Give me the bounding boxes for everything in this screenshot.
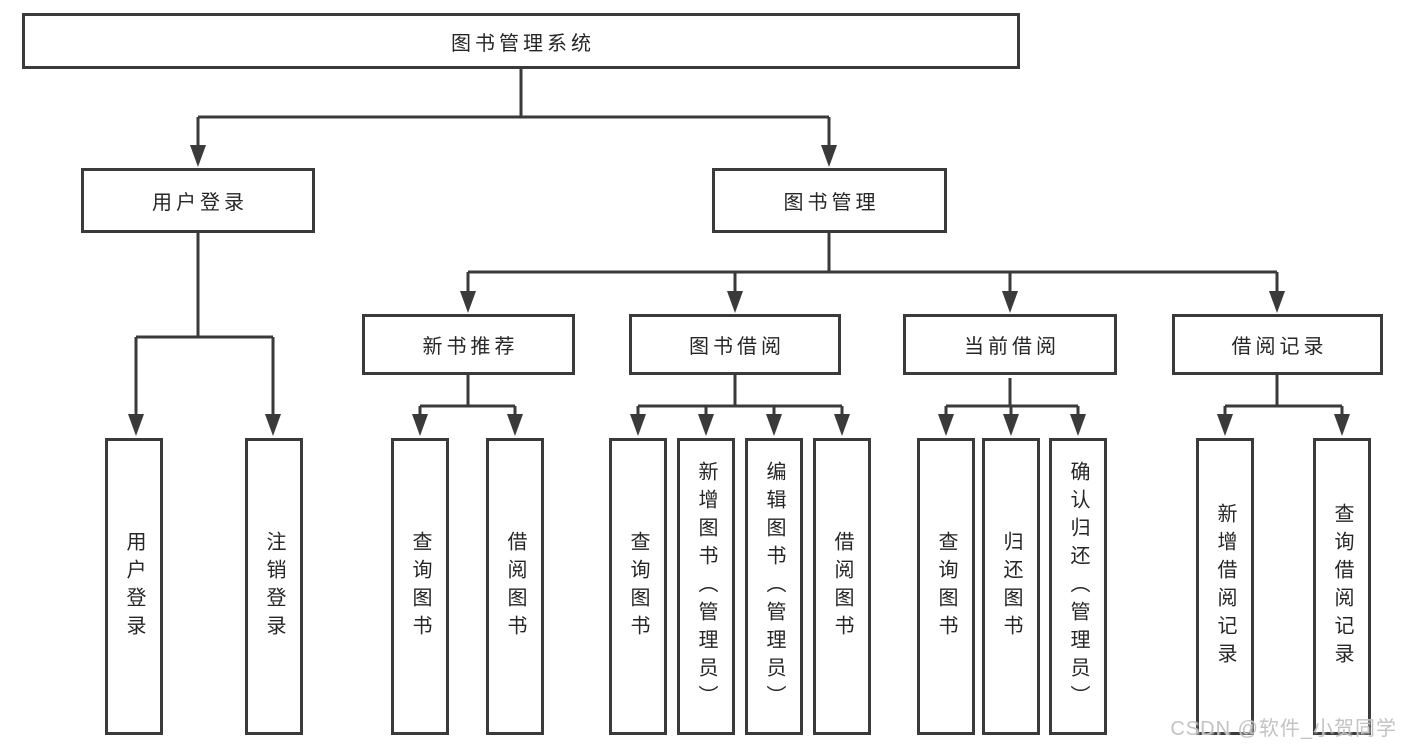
csdn-watermark: CSDN @软件_小贺同学 [1170, 718, 1397, 740]
node-user-login: 用户登录 [81, 168, 315, 233]
node-leaf-add-book-admin: 新增图书（管理员） [677, 438, 735, 735]
arrowhead [938, 414, 954, 436]
node-leaf-add-borrow-record: 新增借阅记录 [1196, 438, 1254, 735]
arrowhead [265, 414, 281, 436]
arrowhead [821, 145, 837, 167]
arrowhead [1003, 414, 1019, 436]
node-leaf-borrow-book-1: 借阅图书 [486, 438, 544, 735]
leaf-label: 新增借阅记录 [1214, 502, 1236, 671]
arrowhead [630, 414, 646, 436]
arrowhead [1217, 414, 1233, 436]
node-leaf-query-borrow-record: 查询借阅记录 [1313, 438, 1371, 735]
edges-current-borrow-branch [938, 378, 1086, 436]
leaf-label: 借阅图书 [504, 530, 526, 643]
leaf-label: 查询图书 [935, 530, 957, 643]
node-borrow-record: 借阅记录 [1172, 314, 1383, 375]
node-leaf-query-book-1: 查询图书 [391, 438, 449, 735]
arrowhead [412, 414, 428, 436]
edges-book-management-branch [460, 233, 1285, 313]
node-leaf-borrow-book-2: 借阅图书 [813, 438, 871, 735]
leaf-label: 归还图书 [1000, 530, 1022, 643]
leaf-label: 查询图书 [409, 530, 431, 643]
leaf-label: 借阅图书 [831, 530, 853, 643]
arrowhead [1002, 291, 1018, 313]
leaf-label: 查询图书 [627, 530, 649, 643]
node-book-borrow: 图书借阅 [629, 314, 841, 375]
arrowhead [128, 414, 144, 436]
node-current-borrow: 当前借阅 [903, 314, 1117, 375]
arrowhead [834, 414, 850, 436]
edges-user-login-branch [128, 233, 281, 436]
arrowhead [1070, 414, 1086, 436]
leaf-label: 确认归还（管理员） [1067, 460, 1089, 713]
arrowhead [766, 414, 782, 436]
node-leaf-query-book-3: 查询图书 [917, 438, 975, 735]
arrowhead [190, 145, 206, 167]
node-leaf-edit-book-admin: 编辑图书（管理员） [745, 438, 803, 735]
node-leaf-logout: 注销登录 [245, 438, 303, 735]
node-book-management: 图书管理 [712, 168, 947, 233]
node-leaf-confirm-return-admin: 确认归还（管理员） [1049, 438, 1107, 735]
edges-borrow-record-branch [1217, 375, 1350, 436]
leaf-label: 编辑图书（管理员） [763, 460, 785, 713]
node-root-library-system: 图书管理系统 [22, 13, 1020, 69]
leaf-label: 注销登录 [263, 530, 285, 643]
arrowhead [1269, 291, 1285, 313]
edges-new-book-branch [412, 375, 523, 436]
arrowhead [698, 414, 714, 436]
leaf-label: 用户登录 [123, 530, 145, 643]
node-leaf-query-book-2: 查询图书 [609, 438, 667, 735]
node-new-book-recommend: 新书推荐 [362, 314, 575, 375]
leaf-label: 新增图书（管理员） [695, 460, 717, 713]
edges-root-to-level2 [190, 69, 837, 167]
arrowhead [727, 291, 743, 313]
leaf-label: 查询借阅记录 [1331, 502, 1353, 671]
arrowhead [1334, 414, 1350, 436]
arrowhead [460, 291, 476, 313]
arrowhead [507, 414, 523, 436]
node-leaf-return-book: 归还图书 [982, 438, 1040, 735]
node-leaf-user-login: 用户登录 [105, 438, 163, 735]
edges-book-borrow-branch [630, 375, 850, 436]
